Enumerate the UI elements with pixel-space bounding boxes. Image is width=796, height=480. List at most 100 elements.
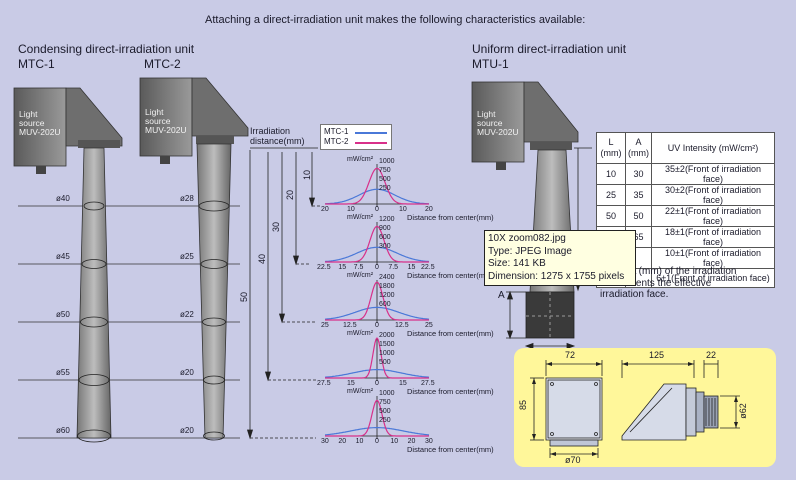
dim-o70: ø70 <box>565 455 581 465</box>
y-tick-label: 500 <box>379 359 391 366</box>
y-tick-label: 1500 <box>379 341 395 348</box>
mtc1-intensity-curve <box>324 306 430 320</box>
tooltip-type: Type: JPEG Image <box>488 245 572 257</box>
intensity-graph-5 <box>324 396 430 439</box>
mtc2-label: MTC-2 <box>144 57 181 71</box>
mtc1-beam <box>76 147 112 443</box>
mtu1-label: MTU-1 <box>472 57 509 71</box>
x-tick-label: 15 <box>347 380 355 387</box>
mtu1-a-dimensions <box>506 290 576 350</box>
x-tick-label: 7.5 <box>353 264 364 271</box>
mtc2-intensity-curve <box>325 167 429 205</box>
x-axis-label: Distance from center(mm) <box>407 213 494 222</box>
tooltip-filename: 10X zoom082.jpg <box>488 233 566 244</box>
x-tick-label: 30 <box>321 438 329 445</box>
file-info-tooltip: 10X zoom082.jpg Type: JPEG Image Size: 1… <box>484 230 636 286</box>
distance-50: 50 <box>239 291 250 303</box>
header-uv: UV Intensity (mW/cm²) <box>650 132 775 164</box>
y-tick-label: 600 <box>379 301 391 308</box>
x-tick-label: 15 <box>338 264 347 271</box>
tooltip-size: Size: 141 KB <box>488 258 546 269</box>
mtc1-intensity-curve <box>324 246 430 263</box>
x-tick-label: 30 <box>425 438 433 445</box>
mtc2-diameter-1: ø28 <box>180 194 194 203</box>
y-tick-label: 2000 <box>379 332 395 339</box>
mtc1-diameter-2: ø45 <box>56 252 70 261</box>
x-tick-label: 10 <box>355 438 364 445</box>
x-axis-label: Distance from center(mm) <box>407 387 494 396</box>
mtc1-intensity-curve <box>324 188 430 205</box>
x-tick-label: 7.5 <box>388 264 399 271</box>
legend-mtc2: MTC-2 <box>324 137 349 146</box>
distance-10: 10 <box>302 169 313 181</box>
cell: 35±2(Front of irradiation face) <box>650 163 775 185</box>
mtc1-intensity-curve <box>324 369 430 378</box>
y-tick-label: 500 <box>379 408 391 415</box>
table-header-row: L (mm) A (mm) UV Intensity (mW/cm²) <box>596 132 775 164</box>
dim-o62: ø62 <box>737 403 748 419</box>
dim-85: 85 <box>518 399 529 411</box>
x-tick-label: 20 <box>338 438 347 445</box>
cell: 10 <box>596 163 626 185</box>
x-axis-label: Distance from center(mm) <box>407 329 494 338</box>
mtc1-diameter-3: ø50 <box>56 310 70 319</box>
legend-mtc2-swatch <box>355 142 387 144</box>
legend-mtc1: MTC-1 <box>324 127 349 136</box>
graph-unit-label: mW/cm² <box>347 156 374 163</box>
y-tick-label: 900 <box>379 225 391 232</box>
cell: 25 <box>596 184 626 206</box>
x-tick-label: 10 <box>399 206 407 213</box>
distance-30: 30 <box>271 221 282 233</box>
cell: 6±1(Front of irradiation face) <box>650 268 775 288</box>
y-tick-label: 1800 <box>379 283 395 290</box>
mtc2-intensity-curve <box>325 337 429 379</box>
graph-unit-label: mW/cm² <box>347 330 374 337</box>
x-tick-label: 25 <box>425 322 433 329</box>
mtc2-diameter-4: ø20 <box>180 368 194 377</box>
x-axis-label: Distance from center(mm) <box>407 445 494 454</box>
y-tick-label: 1200 <box>379 216 395 223</box>
distance-40: 40 <box>257 253 268 265</box>
intensity-graph-4 <box>324 337 430 381</box>
cell: 22±1(Front of irradiation face) <box>650 205 775 227</box>
x-tick-label: 10 <box>390 438 399 445</box>
cell: 18±1(Front of irradiation face) <box>650 226 775 248</box>
x-tick-label: 0 <box>375 322 379 329</box>
x-tick-label: 12.5 <box>395 322 409 329</box>
y-tick-label: 300 <box>379 243 391 250</box>
distance-20: 20 <box>285 189 296 201</box>
x-tick-label: 22.5 <box>317 264 331 271</box>
y-tick-label: 750 <box>379 399 391 406</box>
condensing-unit-title: Condensing direct-irradiation unit <box>18 42 195 56</box>
graph-unit-label: mW/cm² <box>347 214 374 221</box>
mtc1-diameter-5: ø60 <box>56 426 70 435</box>
graph-unit-label: mW/cm² <box>347 388 374 395</box>
dim-a-vertical: A <box>498 290 505 301</box>
y-tick-label: 250 <box>379 185 391 192</box>
mtc1-label: MTC-1 <box>18 57 55 71</box>
y-tick-label: 600 <box>379 234 391 241</box>
cell: 30 <box>625 163 652 185</box>
y-tick-label: 1000 <box>379 390 395 397</box>
dimension-drawing-panel: 72 85 ø70 125 22 ø62 <box>514 348 776 467</box>
x-tick-label: 27.5 <box>421 380 435 387</box>
x-tick-label: 20 <box>321 206 329 213</box>
x-tick-label: 0 <box>375 206 379 213</box>
x-tick-label: 15 <box>399 380 407 387</box>
x-tick-label: 25 <box>321 322 329 329</box>
x-tick-label: 20 <box>425 206 433 213</box>
mtc1-intensity-curve <box>324 427 430 436</box>
distance-arrows <box>246 147 318 440</box>
x-tick-label: 0 <box>375 380 379 387</box>
dim-22: 22 <box>706 350 717 360</box>
distance-leaders <box>250 205 320 439</box>
mtc2-intensity-curve <box>325 399 429 437</box>
x-axis-label: Distance from center(mm) <box>407 271 494 280</box>
x-tick-label: 0 <box>375 264 379 271</box>
mtc2-diameter-2: ø25 <box>180 252 194 261</box>
uniform-unit-title: Uniform direct-irradiation unit <box>472 42 627 56</box>
dim-125: 125 <box>649 350 665 360</box>
